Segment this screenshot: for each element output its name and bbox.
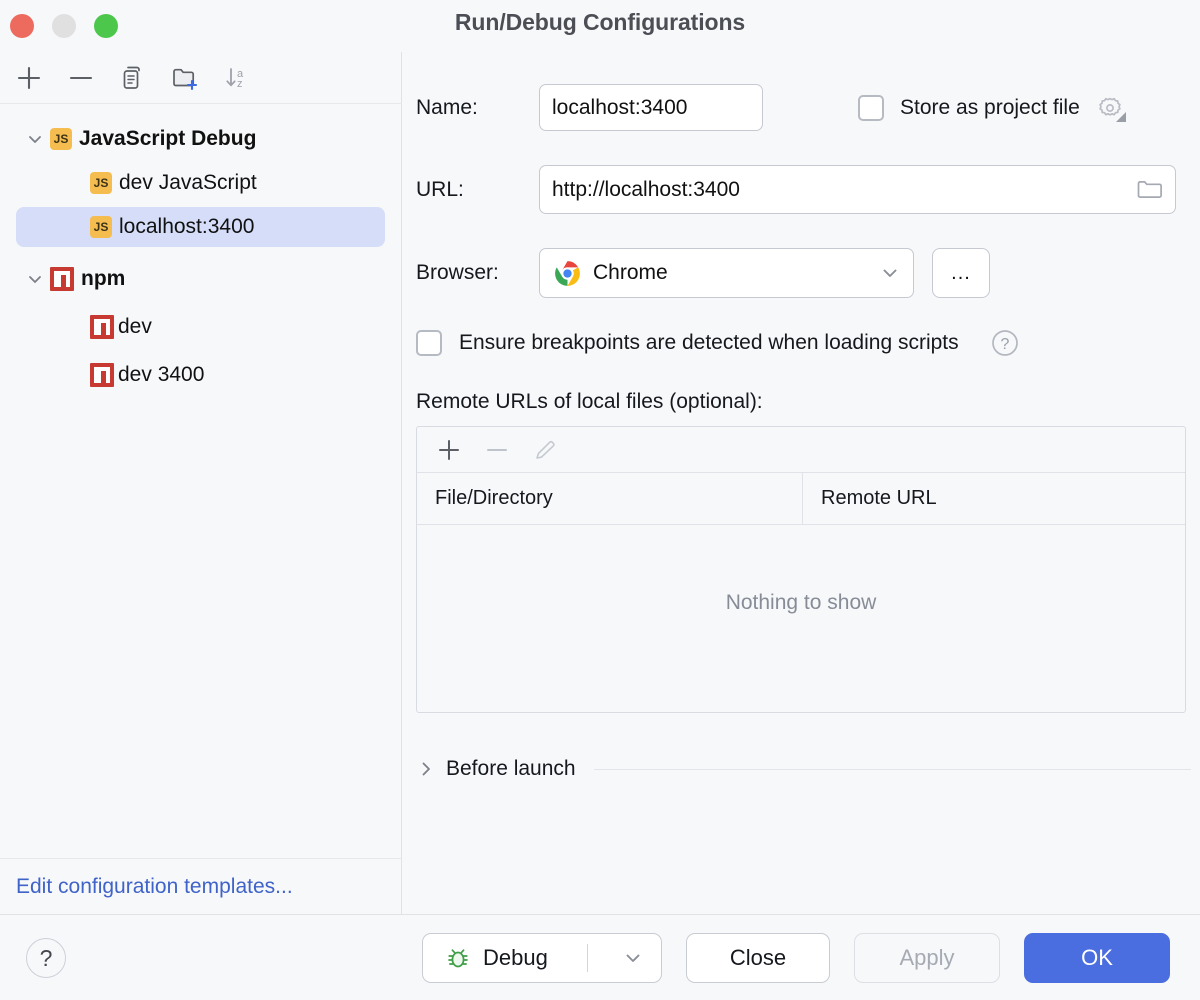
remove-remote-url-button	[483, 436, 511, 464]
tree-group-npm[interactable]: npm	[16, 259, 385, 299]
store-as-project-file-label: Store as project file	[900, 96, 1080, 120]
tree-item-label: dev	[118, 315, 152, 339]
ensure-breakpoints-row[interactable]: Ensure breakpoints are detected when loa…	[403, 328, 1200, 358]
bug-icon	[445, 945, 471, 971]
js-icon: JS	[50, 128, 72, 150]
browser-more-button[interactable]: ...	[932, 248, 990, 298]
npm-icon	[50, 267, 74, 291]
help-circle-icon[interactable]: ?	[990, 328, 1020, 358]
npm-icon	[90, 363, 114, 387]
tree-item-dev-javascript[interactable]: JS dev JavaScript	[16, 163, 385, 203]
edit-remote-url-button	[531, 436, 559, 464]
browser-row: Browser: Chrome	[403, 248, 1200, 298]
chevron-down-icon[interactable]	[20, 270, 50, 288]
url-input-value: http://localhost:3400	[552, 178, 740, 202]
name-input[interactable]: localhost:3400	[539, 84, 763, 131]
add-configuration-button[interactable]	[8, 59, 50, 97]
apply-button: Apply	[854, 933, 1000, 983]
column-header-file-directory[interactable]: File/Directory	[417, 473, 803, 524]
url-input[interactable]: http://localhost:3400	[539, 165, 1176, 214]
configurations-toolbar: a z	[0, 52, 402, 104]
chevron-down-icon[interactable]	[20, 130, 50, 148]
edit-configuration-templates-row: Edit configuration templates...	[0, 858, 401, 914]
js-icon: JS	[90, 172, 112, 194]
browser-select-value: Chrome	[593, 261, 668, 285]
close-button[interactable]: Close	[686, 933, 830, 983]
before-launch-divider	[594, 769, 1191, 770]
tree-item-label: localhost:3400	[119, 215, 254, 239]
remote-urls-table-body: Nothing to show	[417, 525, 1185, 712]
tree-item-dev[interactable]: dev	[16, 307, 385, 347]
chrome-icon	[554, 260, 581, 287]
dialog-action-buttons: Debug Close Apply OK	[422, 933, 1170, 983]
empty-state-text: Nothing to show	[726, 591, 877, 615]
browser-more-label: ...	[951, 262, 971, 285]
svg-text:?: ?	[1000, 336, 1009, 353]
tree-item-label: JavaScript Debug	[79, 127, 256, 151]
debug-button-separator	[587, 944, 588, 972]
js-icon: JS	[90, 216, 112, 238]
configurations-tree[interactable]: JS JavaScript Debug JS dev JavaScript JS…	[0, 105, 401, 858]
svg-text:z: z	[237, 78, 243, 90]
debug-button-label: Debug	[483, 945, 548, 971]
remote-urls-table-toolbar	[417, 427, 1185, 473]
debug-dropdown-chevron-down-icon[interactable]	[605, 947, 661, 969]
gear-icon[interactable]	[1096, 94, 1124, 122]
tree-item-localhost-3400[interactable]: JS localhost:3400	[16, 207, 385, 247]
remote-urls-label: Remote URLs of local files (optional):	[403, 390, 1200, 414]
sort-configurations-button[interactable]: a z	[216, 59, 258, 97]
ensure-breakpoints-label: Ensure breakpoints are detected when loa…	[459, 331, 959, 355]
ok-button[interactable]: OK	[1024, 933, 1170, 983]
ensure-breakpoints-checkbox[interactable]	[416, 330, 442, 356]
tree-item-label: dev 3400	[118, 363, 204, 387]
chevron-right-icon[interactable]	[416, 759, 436, 779]
title-bar: Run/Debug Configurations	[0, 0, 1200, 52]
new-folder-button[interactable]	[164, 59, 206, 97]
remove-configuration-button[interactable]	[60, 59, 102, 97]
store-as-project-file-checkbox[interactable]	[858, 95, 884, 121]
help-button[interactable]: ?	[26, 938, 66, 978]
browser-label: Browser:	[403, 261, 539, 285]
edit-configuration-templates-link[interactable]: Edit configuration templates...	[16, 875, 293, 899]
debug-button[interactable]: Debug	[422, 933, 662, 983]
chevron-down-icon[interactable]	[879, 262, 901, 284]
dialog-footer: ? Debug Close	[0, 914, 1200, 1000]
remote-urls-table: File/Directory Remote URL Nothing to sho…	[416, 426, 1186, 713]
browse-folder-icon[interactable]	[1135, 177, 1163, 203]
url-label: URL:	[403, 178, 539, 202]
tree-group-javascript-debug[interactable]: JS JavaScript Debug	[16, 119, 385, 159]
before-launch-label: Before launch	[446, 757, 576, 781]
configuration-editor-panel: Name: localhost:3400 Store as project fi…	[403, 52, 1200, 914]
configurations-panel: a z JS JavaScript Debug JS dev JavaScrip…	[0, 52, 402, 914]
add-remote-url-button[interactable]	[435, 436, 463, 464]
before-launch-section[interactable]: Before launch	[416, 757, 1191, 781]
store-as-project-file-row[interactable]: Store as project file	[858, 94, 1124, 122]
tree-item-label: dev JavaScript	[119, 171, 257, 195]
dialog-title: Run/Debug Configurations	[0, 9, 1200, 36]
browser-select[interactable]: Chrome	[539, 248, 914, 298]
name-label: Name:	[403, 96, 539, 120]
remote-urls-table-header: File/Directory Remote URL	[417, 473, 1185, 525]
column-header-remote-url[interactable]: Remote URL	[803, 473, 1185, 524]
name-input-value: localhost:3400	[552, 96, 687, 120]
copy-configuration-button[interactable]	[112, 59, 154, 97]
name-row: Name: localhost:3400 Store as project fi…	[403, 84, 1200, 131]
npm-icon	[90, 315, 114, 339]
url-row: URL: http://localhost:3400	[403, 165, 1200, 214]
tree-item-dev-3400[interactable]: dev 3400	[16, 355, 385, 395]
tree-item-label: npm	[81, 267, 125, 291]
